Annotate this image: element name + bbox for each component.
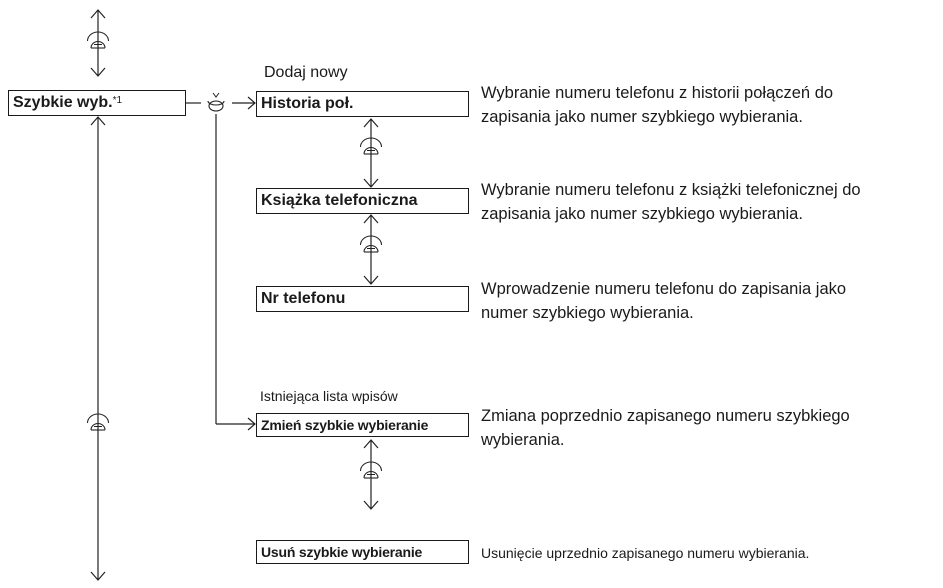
option-description: Wybranie numeru telefonu z historii połą…	[481, 84, 834, 126]
footnote-marker: *1	[112, 94, 123, 106]
option-label: Książka telefoniczna	[261, 192, 418, 209]
option-box-usun: Usuń szybkie wybieranie	[256, 540, 469, 564]
group-label-existing: Istniejąca lista wpisów	[260, 388, 398, 404]
press-connector	[186, 96, 256, 431]
option-label: Historia poł.	[261, 95, 354, 112]
option-arrows	[363, 118, 379, 510]
option-description: Wprowadzenie numeru telefonu do zapisani…	[481, 280, 847, 322]
option-label: Nr telefonu	[261, 290, 346, 307]
option-box-nr-telefonu: Nr telefonu	[256, 286, 469, 312]
option-box-ksiazka: Książka telefoniczna	[256, 188, 469, 214]
option-box-zmien: Zmień szybkie wybieranie	[256, 413, 469, 437]
root-menu-box: Szybkie wyb.*1	[8, 90, 186, 116]
option-box-historia: Historia poł.	[256, 91, 469, 117]
main-axis	[90, 9, 106, 581]
option-description: Wybranie numeru telefonu z książki telef…	[481, 181, 861, 223]
group-label-add-new: Dodaj nowy	[264, 64, 348, 81]
root-menu-label: Szybkie wyb.	[13, 94, 113, 111]
option-label: Zmień szybkie wybieranie	[261, 417, 429, 433]
option-description: Usunięcie uprzednio zapisanego numeru wy…	[481, 545, 810, 561]
option-label: Usuń szybkie wybieranie	[261, 544, 423, 560]
option-description: Zmiana poprzednio zapisanego numeru szyb…	[481, 407, 850, 449]
press-dial-icon	[207, 92, 225, 112]
